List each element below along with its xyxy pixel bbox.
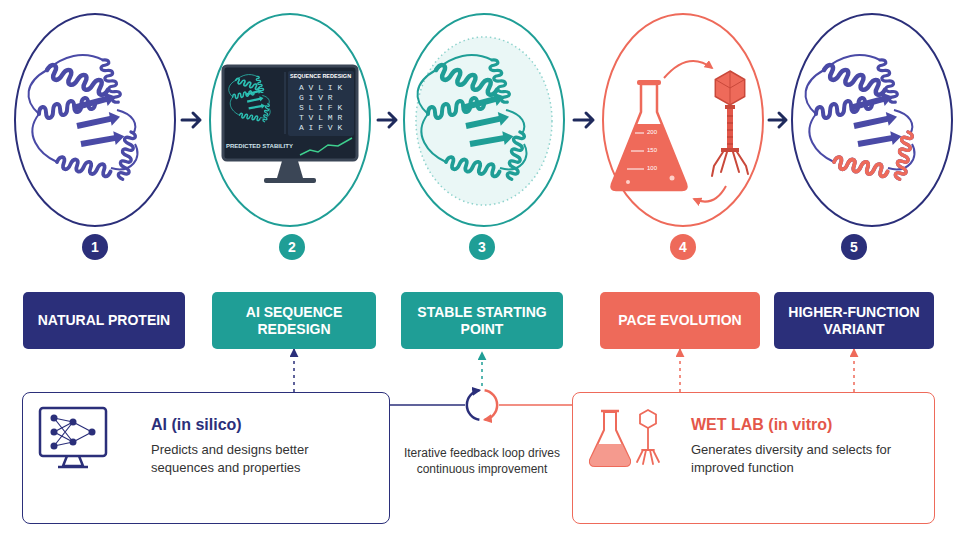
dashed-connector — [293, 349, 295, 392]
flow-arrow — [574, 113, 593, 127]
info-panel: WET LAB (in vitro) Generates diversity an… — [572, 392, 935, 524]
protein-ribbon — [229, 75, 270, 123]
step-number-text: 2 — [288, 240, 296, 254]
step-oval — [15, 14, 175, 226]
flow-arrow — [378, 113, 396, 127]
panel-body: Predicts and designs better sequences an… — [151, 441, 375, 477]
step-label-text: NATURAL PROTEIN — [33, 312, 175, 329]
scale-tick — [631, 151, 644, 152]
sequence-row: S L I F K — [299, 103, 342, 113]
lab-flask-liquid — [590, 444, 630, 466]
info-panel: AI (in silico) Predicts and designs bette… — [22, 392, 390, 524]
neural-links — [54, 418, 92, 446]
tail-stripes — [727, 116, 733, 144]
step-oval — [603, 14, 763, 226]
neuron — [51, 415, 58, 422]
step-number-text: 1 — [91, 240, 99, 254]
screen-heading: SEQUENCE REDESIGN — [290, 73, 351, 80]
phage-legs — [712, 152, 748, 176]
phage-head — [715, 71, 744, 105]
ai-monitor-stand — [58, 456, 88, 467]
flask-liquid — [612, 124, 687, 190]
neuron — [70, 439, 77, 446]
phage-collar — [725, 105, 735, 109]
phage-tail — [727, 109, 733, 148]
step-label-text: PACE EVOLUTION — [610, 312, 750, 329]
frame-line — [499, 404, 572, 406]
screen-caption: PREDICTED STABILITY — [226, 143, 293, 151]
step-label-box: PACE EVOLUTION — [600, 292, 760, 349]
loop-arc — [485, 390, 498, 420]
bubble — [670, 176, 675, 181]
panel-heading: WET LAB (in vitro) — [691, 415, 920, 435]
cycle-arrow — [664, 61, 712, 78]
monitor-base — [264, 178, 316, 183]
loop-arc — [467, 390, 480, 420]
step-label-text: HIGHER-FUNCTION VARIANT — [784, 304, 924, 338]
stability-chart — [300, 138, 352, 155]
neuron — [89, 429, 96, 436]
dashed-connector — [679, 349, 681, 392]
scale-tick — [635, 133, 644, 134]
panel-body: Generates diversity and selects for impr… — [691, 441, 920, 477]
step-number-text: 5 — [850, 240, 858, 254]
scale-tick — [627, 169, 644, 170]
flask-scale: 150 — [647, 147, 657, 155]
lab-flask-rim — [601, 410, 619, 413]
mutated-helix — [833, 156, 889, 177]
ai-monitor — [40, 408, 106, 456]
protein-ribbon — [418, 55, 527, 180]
flask-scale: 100 — [647, 165, 657, 173]
step-label-text: STABLE STARTING POINT — [411, 304, 553, 338]
flask-rim — [637, 80, 661, 85]
lab-phage-head — [640, 410, 656, 428]
screen-divider — [285, 72, 286, 134]
monitor-stand — [277, 161, 303, 178]
step-oval — [792, 14, 952, 226]
stability-halo — [416, 37, 552, 205]
dashed-connector — [853, 349, 855, 392]
step-oval — [404, 14, 564, 226]
step-number: 3 — [469, 234, 495, 260]
step-label-text: AI SEQUENCE REDESIGN — [222, 304, 366, 338]
flow-arrow — [769, 113, 786, 127]
frame-line — [390, 404, 465, 406]
step-label-box: STABLE STARTING POINT — [401, 292, 563, 349]
lab-flask — [590, 412, 630, 466]
lab-phage-tail — [637, 428, 659, 464]
feedback-arrow — [481, 353, 483, 386]
flask — [612, 84, 687, 190]
cycle-arrow — [694, 186, 726, 202]
flow-arrow — [182, 113, 200, 127]
phage-facets — [715, 71, 744, 105]
sequence-row: A I F V K — [299, 123, 342, 133]
protein-ribbon — [29, 55, 138, 180]
panel-heading: AI (in silico) — [151, 415, 375, 435]
step-number: 5 — [841, 234, 867, 260]
step-number-text: 4 — [679, 240, 687, 254]
protein-ribbon — [806, 55, 915, 180]
monitor-screen — [223, 66, 357, 160]
step-number-text: 3 — [478, 240, 486, 254]
neuron — [51, 429, 58, 436]
step-label-box: NATURAL PROTEIN — [23, 292, 185, 349]
mutated-helix — [895, 131, 913, 180]
step-label-box: AI SEQUENCE REDESIGN — [212, 292, 376, 349]
sequence-row: T V L M R — [299, 113, 342, 123]
sequence-row: A V L I K — [299, 83, 342, 93]
neuron — [70, 419, 77, 426]
step-label-box: HIGHER-FUNCTION VARIANT — [774, 292, 934, 349]
sequence-panel — [288, 71, 354, 136]
flask-scale: 200 — [647, 129, 657, 137]
bubble — [626, 180, 630, 184]
neuron — [51, 443, 58, 450]
step-oval — [210, 14, 370, 226]
step-number: 2 — [279, 234, 305, 260]
loop-caption: Iterative feedback loop drives continuou… — [392, 446, 572, 477]
sequence-row: G I V R — [299, 93, 333, 103]
step-number: 1 — [82, 234, 108, 260]
step-number: 4 — [670, 234, 696, 260]
